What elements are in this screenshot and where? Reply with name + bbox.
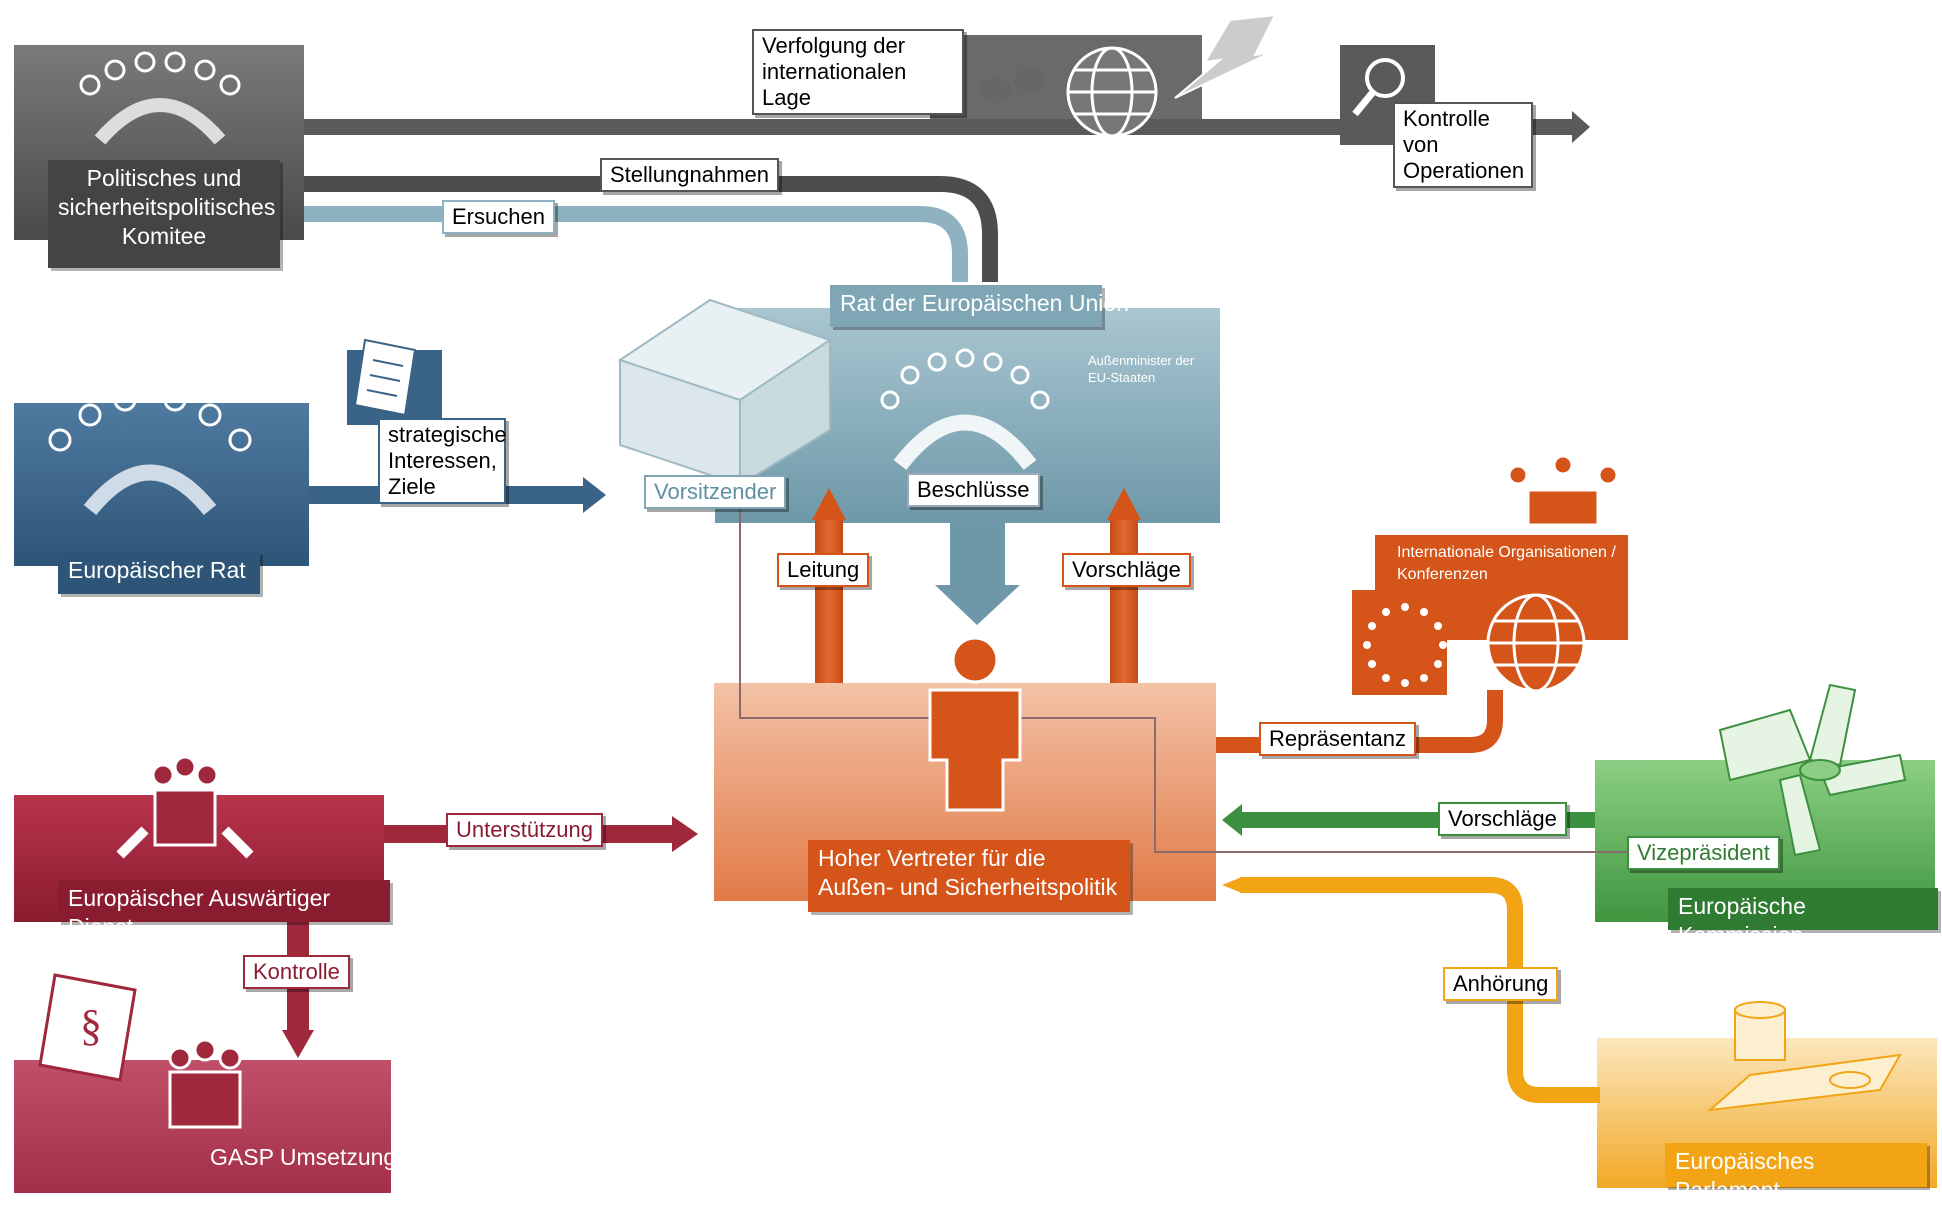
conference-icon xyxy=(1507,454,1619,527)
commission-building-icon xyxy=(1718,683,1907,857)
council-meeting-icon xyxy=(880,348,1050,470)
representation-label: Repräsentanz xyxy=(1259,722,1416,756)
strategic-arrowhead xyxy=(583,477,606,513)
document-icon xyxy=(353,338,417,417)
orange-globe-icon xyxy=(1486,593,1586,693)
chair-label: Vorsitzender xyxy=(644,475,787,509)
support-arrowhead xyxy=(672,816,698,852)
commission-title: Europäische Kommission xyxy=(1668,888,1938,948)
eeas-people-icon xyxy=(116,755,254,859)
lightning-icon xyxy=(1174,13,1277,99)
strategic-label: strategische Interessen, Ziele xyxy=(378,418,507,504)
cfsp-people-icon xyxy=(168,1038,242,1129)
opinions-pipe xyxy=(304,176,998,282)
vice-president-label: Vizepräsident xyxy=(1627,836,1780,870)
svg-text:§: § xyxy=(80,1001,102,1050)
parliament-building-icon xyxy=(1706,1001,1902,1112)
council-title: Rat der Europäischen Union xyxy=(830,285,1129,327)
hearing-arrowhead xyxy=(1222,877,1242,893)
globe-icon xyxy=(1066,46,1158,138)
support-label: Unterstützung xyxy=(446,813,603,847)
proposals-commission-label: Vorschläge xyxy=(1438,802,1567,836)
meeting-table-icon xyxy=(79,51,241,145)
requests-pipe xyxy=(304,206,968,282)
law-books-icon: § xyxy=(38,973,137,1082)
building-icon xyxy=(617,298,833,487)
proposals-up-arrowhead xyxy=(1107,488,1141,520)
cfsp-title: GASP Umsetzung xyxy=(210,1144,397,1170)
council-subtitle: Außenminister der EU-Staaten xyxy=(1088,353,1195,385)
control-label: Kontrolle xyxy=(243,955,350,989)
eu-stars-icon xyxy=(1363,603,1447,687)
representation-pipe xyxy=(1216,690,1503,753)
control-arrowhead xyxy=(282,1030,314,1058)
european-council-box xyxy=(14,403,309,566)
monitoring-icon-panel xyxy=(930,35,1202,130)
control-ops-label: Kontrolle von Operationen xyxy=(1393,102,1533,188)
parliament-title: Europäisches Parlament xyxy=(1665,1143,1927,1203)
psc-title: Politisches und sicherheitspolitisches K… xyxy=(48,160,280,268)
magnifier-icon xyxy=(1352,58,1405,117)
proposals-up-label: Vorschläge xyxy=(1062,553,1191,587)
high-rep-title: Hoher Vertreter für die Außen- und Siche… xyxy=(808,840,1130,912)
requests-label: Ersuchen xyxy=(442,200,555,234)
lead-label: Leitung xyxy=(777,553,870,587)
monitoring-label: Verfolgung der internationalen Lage xyxy=(752,29,964,115)
european-council-meeting-icon xyxy=(48,388,252,516)
eeas-title: Europäischer Auswärtiger Dienst xyxy=(58,880,390,940)
proposals-up-arrow xyxy=(1110,518,1138,683)
european-council-title: Europäischer Rat xyxy=(58,552,260,594)
lead-arrow xyxy=(815,518,843,683)
person-icon xyxy=(928,636,1022,812)
chair-line xyxy=(739,500,1630,853)
intl-orgs-title: Internationale Organisationen / Konferen… xyxy=(1397,544,1616,583)
opinions-label: Stellungnahmen xyxy=(600,158,780,192)
decisions-label: Beschlüsse xyxy=(907,473,1040,507)
council-down-arrow xyxy=(935,523,1020,625)
lead-arrowhead xyxy=(812,488,846,520)
monitoring-arrowhead xyxy=(1572,111,1590,143)
hearing-label: Anhörung xyxy=(1443,967,1559,1001)
commission-arrowhead xyxy=(1222,804,1242,836)
